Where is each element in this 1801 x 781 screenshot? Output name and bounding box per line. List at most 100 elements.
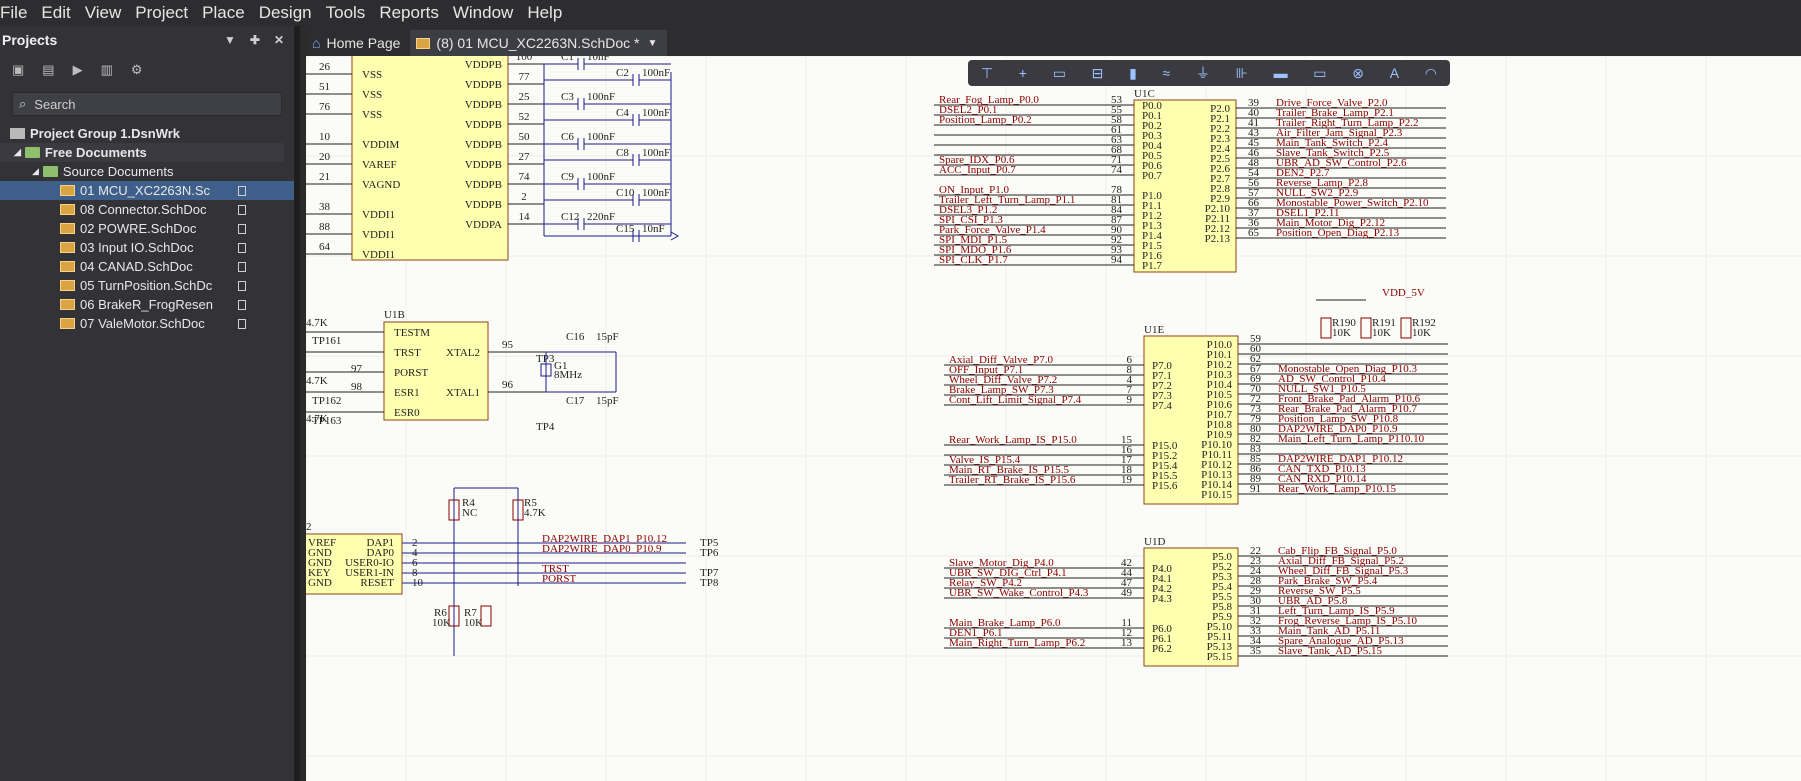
pin-name: P10.1 bbox=[1207, 349, 1232, 361]
menu-view[interactable]: View bbox=[84, 3, 122, 22]
net-label: Slave_Tank_Switch_P2.5 bbox=[1276, 147, 1390, 159]
tree-file-item[interactable]: 06 BrakeR_FrogResen bbox=[0, 295, 294, 314]
pin-name: P1.5 bbox=[1142, 240, 1162, 252]
port-icon[interactable]: ▭ bbox=[1313, 64, 1327, 81]
net-label: Relay_SW_P4.2 bbox=[949, 577, 1022, 589]
tree-file-item[interactable]: 01 MCU_XC2263N.Sc bbox=[0, 181, 294, 200]
vdd-label: VDD_5V bbox=[1382, 287, 1425, 299]
pin-name: P2.2 bbox=[1210, 123, 1230, 135]
pin-number: 38 bbox=[319, 201, 331, 213]
save-icon[interactable]: ▣ bbox=[12, 62, 25, 77]
projects-panel: Projects ▼ ✚ ✕ ▣ ▤ ▶ ▥ ⚙ ⌕ Search Projec… bbox=[0, 26, 300, 781]
net-label: SPI_CLK_P1.7 bbox=[939, 254, 1008, 266]
wire-icon[interactable]: ≈ bbox=[1162, 65, 1171, 81]
tree-file-item[interactable]: 07 ValeMotor.SchDoc bbox=[0, 314, 294, 333]
pin-name: P7.0 bbox=[1152, 360, 1172, 372]
pin-name: P5.5 bbox=[1212, 591, 1232, 603]
tree-file-item[interactable]: 04 CANAD.SchDoc bbox=[0, 257, 294, 276]
cap-ref: C9 bbox=[561, 171, 574, 183]
pin-number: 98 bbox=[351, 381, 363, 393]
net-label: Rear_Brake_Pad_Alarm_P10.7 bbox=[1278, 403, 1417, 415]
menu-reports[interactable]: Reports bbox=[379, 3, 439, 22]
pin-name: P7.1 bbox=[1152, 370, 1172, 382]
cross-icon[interactable]: + bbox=[1018, 65, 1027, 81]
tree-file-item[interactable]: 03 Input IO.SchDoc bbox=[0, 238, 294, 257]
cap-value: 15pF bbox=[596, 395, 619, 407]
crystal-ref: G1 bbox=[554, 360, 567, 372]
menu-file[interactable]: File bbox=[0, 3, 28, 22]
pin-name: P15.4 bbox=[1152, 460, 1178, 472]
crystal bbox=[540, 363, 552, 377]
panel-dropdown-icon[interactable]: ▼ bbox=[223, 33, 236, 47]
arc-icon[interactable]: ◠ bbox=[1424, 64, 1437, 81]
tree-file-item[interactable]: 05 TurnPosition.SchDc bbox=[0, 276, 294, 295]
pin-name: VDDPB bbox=[465, 159, 502, 171]
menu-project[interactable]: Project bbox=[135, 3, 189, 22]
resistor-r6 bbox=[448, 605, 460, 627]
net-label: Main_Brake_Lamp_P6.0 bbox=[949, 617, 1061, 629]
pin-number: 36 bbox=[1248, 217, 1260, 229]
pin-number: 57 bbox=[1248, 187, 1260, 199]
test-point-label: TP8 bbox=[700, 577, 719, 589]
gear-icon[interactable]: ⚙ bbox=[130, 62, 143, 77]
tab-home-page[interactable]: ⌂ Home Page bbox=[306, 30, 410, 56]
tree-project-group[interactable]: Project Group 1.DsnWrk bbox=[0, 124, 294, 143]
menu-edit[interactable]: Edit bbox=[41, 3, 71, 22]
menu-tools[interactable]: Tools bbox=[325, 3, 366, 22]
menu-place[interactable]: Place bbox=[202, 3, 245, 22]
pin-name: P2.6 bbox=[1210, 163, 1230, 175]
menu-bar: File Edit View Project Place Design Tools Repor… bbox=[0, 0, 1801, 26]
net-label: SPI_MDI_P1.5 bbox=[939, 234, 1008, 246]
pin-number: 77 bbox=[519, 71, 531, 83]
tree-free-documents[interactable]: ◢ Free Documents bbox=[0, 143, 284, 162]
filter-icon[interactable]: ⊤ bbox=[980, 64, 994, 81]
net-label: CAN_TXD_P10.13 bbox=[1278, 463, 1366, 475]
menu-window[interactable]: Window bbox=[452, 3, 514, 22]
text-icon[interactable]: A bbox=[1389, 65, 1400, 81]
net-label: Slave_Tank_AD_P5.15 bbox=[1278, 645, 1383, 657]
pin-name: P5.13 bbox=[1207, 641, 1233, 653]
pin-number: 80 bbox=[1250, 423, 1262, 435]
chevron-down-icon[interactable]: ▼ bbox=[647, 37, 658, 49]
tree-file-item[interactable]: 02 POWRE.SchDoc bbox=[0, 219, 294, 238]
nc-icon[interactable]: ⊗ bbox=[1352, 64, 1364, 81]
bus-icon[interactable]: ⊪ bbox=[1235, 64, 1248, 81]
pin-number: 6 bbox=[1127, 354, 1133, 366]
part-icon[interactable]: ▮ bbox=[1129, 64, 1137, 81]
pin-name: P1.1 bbox=[1142, 200, 1162, 212]
schematic-drawing: 26VSS51VSS76VSS10VDDIM20VAREF21VAGND38VD… bbox=[306, 56, 1801, 781]
tree-label: Source Documents bbox=[62, 164, 174, 179]
pin-name: P10.3 bbox=[1207, 369, 1233, 381]
resistor-value: 10K bbox=[1372, 327, 1391, 339]
menu-help[interactable]: Help bbox=[527, 3, 563, 22]
net-label: Main_Right_Turn_Lamp_P6.2 bbox=[949, 637, 1085, 649]
search-input[interactable]: ⌕ Search bbox=[12, 92, 282, 116]
resistor-value: 4.7K bbox=[306, 413, 328, 425]
page-icon bbox=[238, 204, 246, 215]
pin-name: P15.5 bbox=[1152, 470, 1178, 482]
harness-icon[interactable]: ▬ bbox=[1273, 65, 1288, 81]
tab-active-schematic[interactable]: (8) 01 MCU_XC2263N.SchDoc * ▼ bbox=[410, 30, 668, 56]
pin-icon[interactable]: ✚ bbox=[249, 33, 260, 47]
ground-icon[interactable]: ⏚ bbox=[1195, 65, 1210, 81]
menu-design[interactable]: Design bbox=[258, 3, 312, 22]
compile-icon[interactable]: ▶ bbox=[72, 62, 83, 77]
cap-value: 100nF bbox=[642, 187, 670, 199]
pin-number: 96 bbox=[502, 379, 514, 391]
tree-source-documents[interactable]: ◢ Source Documents bbox=[0, 162, 294, 181]
u1a-body bbox=[351, 56, 509, 261]
tree-file-item[interactable]: 08 Connector.SchDoc bbox=[0, 200, 294, 219]
schdoc-icon bbox=[60, 204, 75, 215]
close-icon[interactable]: ✕ bbox=[273, 33, 284, 47]
align-icon[interactable]: ⊟ bbox=[1091, 64, 1104, 81]
net-label: Park_Force_Valve_P1.4 bbox=[939, 224, 1046, 236]
select-rect-icon[interactable]: ▭ bbox=[1052, 64, 1066, 81]
component-ref: 2 bbox=[306, 521, 312, 533]
pin-name: VDDPB bbox=[465, 79, 502, 91]
pin-name: P2.9 bbox=[1210, 193, 1230, 205]
project-options-icon[interactable]: ▥ bbox=[100, 62, 113, 77]
test-point-label: TP5 bbox=[700, 537, 719, 549]
tree-label: 03 Input IO.SchDoc bbox=[80, 240, 194, 255]
save-all-icon[interactable]: ▤ bbox=[42, 62, 55, 77]
